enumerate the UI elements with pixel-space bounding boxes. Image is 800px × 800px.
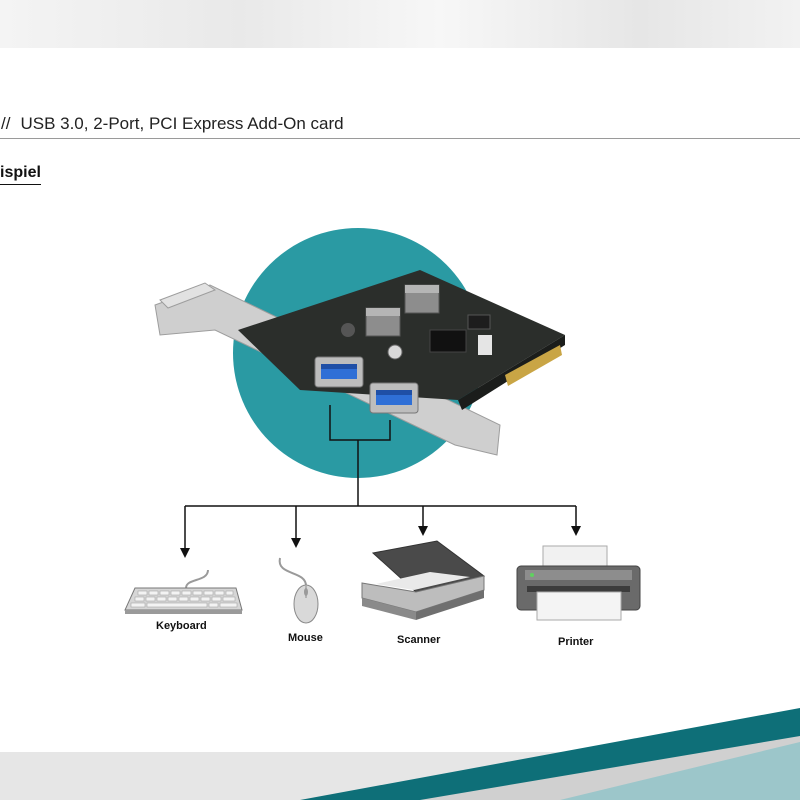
mouse-icon — [278, 557, 319, 624]
pcie-card-icon — [154, 270, 565, 456]
device-label-scanner: Scanner — [397, 634, 441, 646]
top-banner-band — [0, 0, 800, 48]
header-divider — [0, 138, 800, 139]
arrow-scanner — [418, 526, 428, 536]
arrow-keyboard — [180, 548, 190, 558]
arrow-printer — [571, 526, 581, 536]
printer-icon — [516, 545, 641, 621]
section-label: ispiel — [0, 164, 41, 185]
keyboard-icon — [124, 569, 243, 614]
connector-lines — [184, 405, 577, 550]
arrow-mouse — [291, 538, 301, 548]
arrowheads — [180, 526, 581, 558]
device-label-keyboard: Keyboard — [156, 620, 207, 632]
device-label-mouse: Mouse — [288, 632, 323, 644]
usb-port-1-icon — [314, 356, 364, 388]
header-title: USB 3.0, 2-Port, PCI Express Add-On card — [20, 114, 344, 133]
usb-port-2-icon — [369, 382, 419, 414]
device-label-printer: Printer — [558, 636, 594, 648]
header-prefix: // — [1, 114, 11, 133]
page-header: // USB 3.0, 2-Port, PCI Express Add-On ca… — [0, 114, 800, 136]
bottom-band — [0, 708, 800, 800]
scanner-icon — [361, 540, 486, 620]
